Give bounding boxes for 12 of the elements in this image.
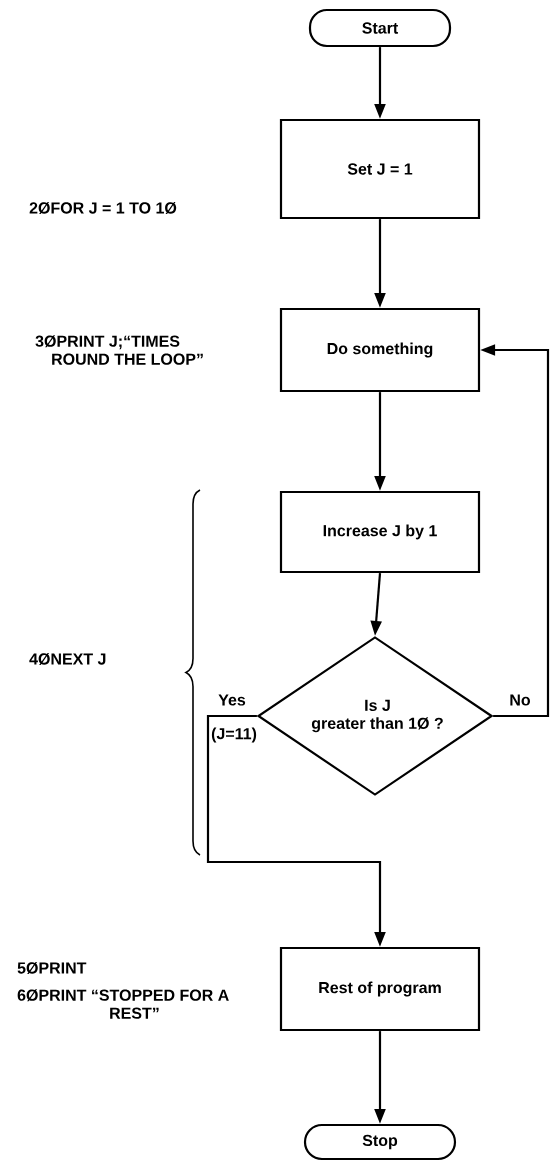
edge-label: No: [508, 693, 532, 707]
code-line: 3ØPRINT J;“TIMES ROUND THE LOOP”: [35, 335, 203, 365]
process-box: Set J = 1: [279, 118, 481, 220]
code-line: 4ØNEXT J: [29, 652, 106, 666]
code-line: 2ØFOR J = 1 TO 1Ø: [29, 201, 177, 215]
code-line: 5ØPRINT: [17, 961, 87, 975]
code-line: 6ØPRINT “STOPPED FOR A REST”: [17, 989, 229, 1019]
edge-label: Yes: [217, 693, 247, 707]
process-box: Do something: [279, 307, 481, 393]
process-box: Increase J by 1: [279, 490, 481, 574]
process-box: Rest of program: [279, 946, 481, 1032]
code-line: (J=11): [211, 727, 257, 743]
